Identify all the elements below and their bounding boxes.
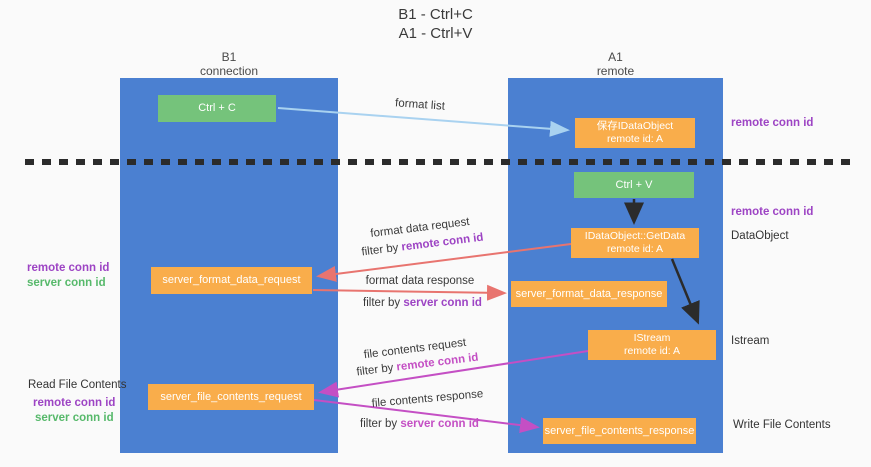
server-file-contents-response-label: server_file_contents_response — [544, 424, 695, 437]
save-idataobject-node: 保存IDataObject remote id: A — [575, 118, 695, 148]
format-data-response-filter-label: filter by server conn id — [325, 297, 520, 309]
server-file-contents-response-node: server_file_contents_response — [543, 418, 696, 444]
file-contents-request-arrow — [318, 350, 589, 398]
right-column-name: A1 — [608, 50, 623, 64]
save-idataobject-line2: remote id: A — [606, 133, 664, 145]
file-contents-response-filter-label: filter by server conn id — [322, 418, 517, 430]
right-remote-conn-id-label-1: remote conn id — [731, 117, 814, 129]
dataobject-label: DataObject — [731, 230, 789, 242]
filter-by-prefix: filter by — [363, 297, 404, 309]
read-file-contents-label: Read File Contents — [28, 379, 127, 391]
getdata-to-istream-arrow — [670, 258, 700, 325]
file-contents-response-arrow — [313, 399, 540, 434]
filter-by-prefix: filter by — [360, 418, 401, 430]
server-format-data-response-label: server_format_data_response — [515, 287, 663, 300]
istream-line2: remote id: A — [623, 345, 681, 357]
ctrl-v-label: Ctrl + V — [615, 178, 653, 191]
format-data-response-label: format data response — [365, 275, 475, 287]
diagram-title-line2: A1 - Ctrl+V — [398, 25, 473, 42]
write-file-contents-label: Write File Contents — [733, 419, 831, 431]
left-server-conn-id-label-1: server conn id — [27, 277, 106, 289]
left-remote-conn-id-label-1: remote conn id — [27, 262, 110, 274]
istream-side-label: Istream — [731, 335, 770, 347]
server-format-data-response-node: server_format_data_response — [511, 281, 667, 307]
filter-key-server-conn-id: server conn id — [400, 418, 479, 430]
getdata-line2: remote id: A — [606, 243, 664, 255]
ctrl-c-node: Ctrl + C — [158, 95, 276, 122]
format-data-request-arrow — [316, 243, 572, 282]
istream-node: IStream remote id: A — [588, 330, 716, 360]
server-file-contents-request-label: server_file_contents_request — [160, 390, 302, 403]
left-remote-conn-id-label-2: remote conn id — [33, 397, 116, 409]
server-format-data-request-node: server_format_data_request — [151, 267, 312, 294]
ctrl-c-label: Ctrl + C — [198, 102, 236, 114]
format-list-arrow — [277, 107, 570, 137]
right-column-subtitle: remote — [596, 64, 635, 78]
server-file-contents-request-node: server_file_contents_request — [148, 384, 314, 410]
getdata-line1: IDataObject::GetData — [584, 230, 686, 242]
server-format-data-request-label: server_format_data_request — [162, 274, 301, 286]
filter-key-server-conn-id: server conn id — [403, 297, 482, 309]
left-column-name: B1 — [221, 50, 237, 64]
istream-line1: IStream — [633, 332, 671, 344]
right-remote-conn-id-label-2: remote conn id — [731, 206, 814, 218]
right-column-header: A1 remote — [508, 50, 723, 78]
left-column-header: B1 connection — [120, 50, 338, 78]
left-column-subtitle: connection — [199, 64, 259, 78]
idataobject-getdata-node: IDataObject::GetData remote id: A — [571, 228, 699, 258]
left-server-conn-id-label-2: server conn id — [35, 412, 114, 424]
ctrl-v-node: Ctrl + V — [574, 172, 694, 198]
diagram-title-line1: B1 - Ctrl+C — [398, 6, 473, 23]
format-data-response-arrow — [312, 284, 507, 301]
save-idataobject-line1: 保存IDataObject — [596, 120, 674, 132]
